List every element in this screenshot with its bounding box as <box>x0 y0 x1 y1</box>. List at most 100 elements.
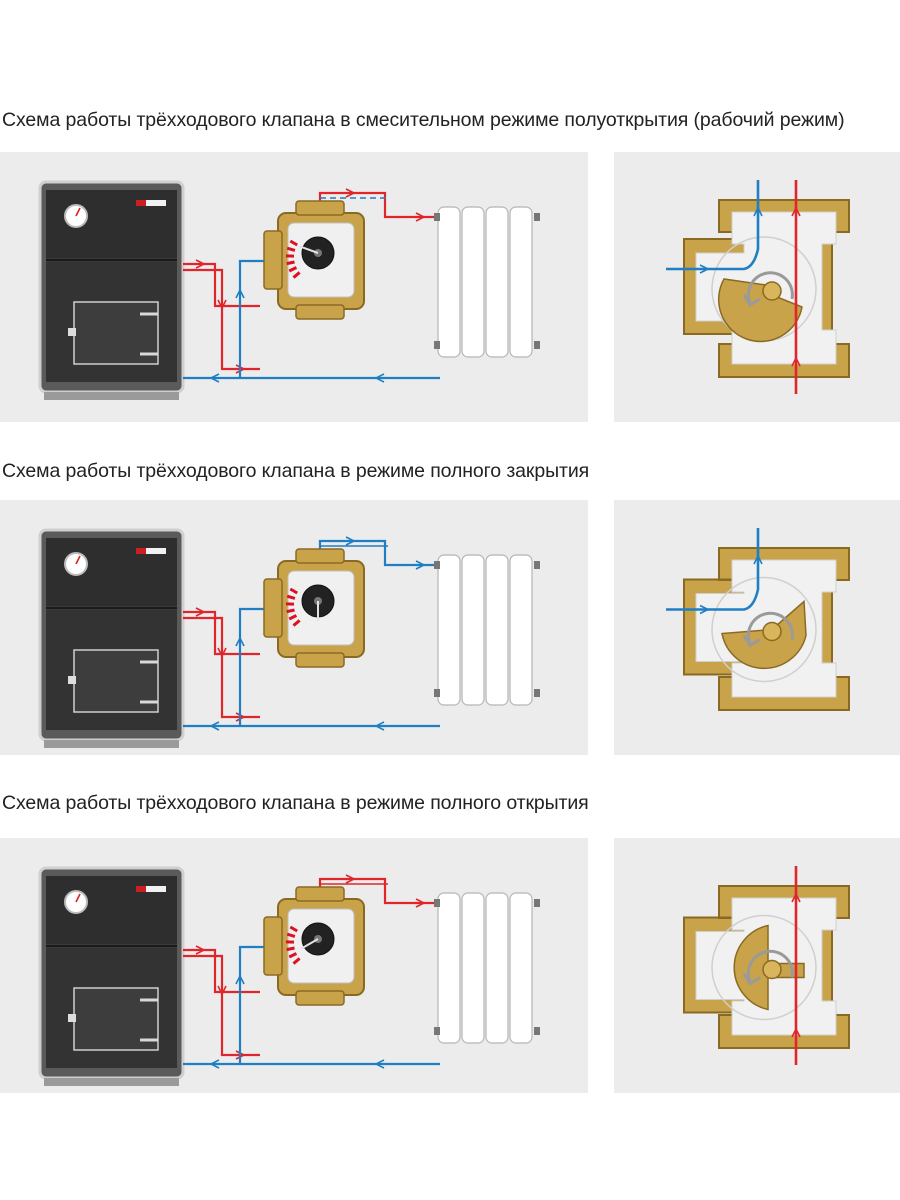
door-latch <box>68 676 76 684</box>
cold-recirc-pipe <box>238 945 270 1064</box>
valve-scale-mark <box>286 608 295 614</box>
gauge-needle <box>75 207 81 217</box>
valve-shaft <box>762 281 782 301</box>
system-group <box>38 866 540 1086</box>
radiator-section <box>437 892 461 1044</box>
valve-port-bottom <box>295 652 345 668</box>
flow-arrow-icon <box>699 264 710 274</box>
radiator-plug <box>434 1027 440 1035</box>
radiator-plug <box>534 341 540 349</box>
supply-to-radiator-pipe <box>318 539 438 567</box>
valve-scale-mark <box>292 957 301 965</box>
brand-plate-accent <box>136 886 146 892</box>
valve-pointer <box>300 938 319 950</box>
valve-scale-mark <box>286 932 296 938</box>
three-way-valve-icon <box>263 200 365 320</box>
gauge-needle <box>75 555 81 565</box>
valve-scale-mark <box>288 614 298 621</box>
valve-cross-section-icon <box>683 866 850 1065</box>
rotation-arrowhead <box>742 634 761 648</box>
radiator-section <box>509 206 533 358</box>
section-open: Схема работы трёхходового клапана в режи… <box>0 792 900 1093</box>
brand-plate <box>136 200 166 206</box>
radiator-plug <box>434 561 440 569</box>
section-caption: Схема работы трёхходового клапана в режи… <box>2 460 590 482</box>
valve-scale-mark <box>289 587 298 595</box>
radiator-plug <box>434 899 440 907</box>
radiator-plug <box>534 561 540 569</box>
flow-arrow-icon <box>209 1059 220 1069</box>
flow-arrow-icon <box>217 647 227 658</box>
valve-port-top <box>295 886 345 902</box>
hot-supply-pipe <box>183 262 260 308</box>
radiator-plug <box>534 213 540 221</box>
flow-arrow-icon <box>699 604 710 615</box>
valve-cross-section-panel <box>614 152 900 422</box>
valve-scale-mark <box>289 239 298 247</box>
flow-arrow-icon <box>415 560 426 570</box>
valve-scale-mark <box>292 271 301 279</box>
valve-section-group <box>683 866 850 1065</box>
valve-shaft <box>762 621 782 642</box>
valve-rotor-outline <box>711 576 817 683</box>
flow-arrow-icon <box>791 892 801 903</box>
valve-scale-mark <box>286 246 296 252</box>
valve-cross-section-panel <box>614 500 900 755</box>
flow-arrow-icon <box>235 364 246 374</box>
radiator-section <box>461 892 485 1044</box>
cold-flow-line <box>666 528 760 611</box>
brand-plate-accent <box>136 200 146 206</box>
flow-arrow-icon <box>209 373 220 383</box>
flow-arrow-icon <box>195 607 206 617</box>
heating-system-diagram <box>38 866 540 1086</box>
boiler-base <box>44 1078 179 1086</box>
radiator-plug <box>434 213 440 221</box>
system-diagram-panel <box>0 838 588 1093</box>
radiator-section <box>437 206 461 358</box>
flow-arrow-icon <box>195 259 206 269</box>
valve-cross-section-icon <box>666 528 850 711</box>
cold-recirc-pipe <box>238 259 270 378</box>
valve-section-group <box>666 528 850 711</box>
radiator-icon <box>434 554 540 706</box>
valve-scale-mark <box>288 266 298 273</box>
boiler-door <box>73 987 159 1051</box>
rotation-arrowhead <box>742 294 761 308</box>
brand-plate-accent <box>136 548 146 554</box>
radiator-plug <box>534 899 540 907</box>
flow-arrow-icon <box>235 1050 246 1060</box>
valve-rotor <box>717 278 803 343</box>
hot-supply-pipe <box>183 948 260 994</box>
valve-rotor-outline <box>711 914 817 1021</box>
flow-arrow-icon <box>753 554 763 565</box>
radiator-plug <box>434 689 440 697</box>
radiator-plug <box>434 341 440 349</box>
flow-arrow-icon <box>753 206 763 217</box>
valve-port-bottom <box>295 304 345 320</box>
valve-port-left <box>263 230 283 290</box>
valve-cross-section-panel <box>614 838 900 1093</box>
flow-arrow-icon <box>235 712 246 722</box>
flow-arrow-icon <box>345 188 356 198</box>
valve-port-left <box>263 578 283 638</box>
cold-flow-line <box>666 180 760 271</box>
flow-arrow-icon <box>195 945 206 955</box>
section-closed: Схема работы трёхходового клапана в режи… <box>0 460 900 755</box>
valve-port-top <box>295 200 345 216</box>
rotation-arrow-icon <box>746 611 794 645</box>
section-caption: Схема работы трёхходового клапана в смес… <box>2 109 845 131</box>
radiator-section <box>485 892 509 1044</box>
pipes-group <box>183 874 440 1069</box>
flow-arrow-icon <box>235 288 245 299</box>
boiler-base <box>44 392 179 400</box>
flow-arrow-icon <box>374 373 385 383</box>
valve-cross-section-icon <box>666 180 850 394</box>
valve-scale-mark <box>286 946 295 952</box>
valve-shaft <box>762 959 782 980</box>
section-caption: Схема работы трёхходового клапана в режи… <box>2 792 589 814</box>
valve-scale-mark <box>292 619 301 627</box>
valve-scale-mark <box>286 594 296 600</box>
system-diagram-panel <box>0 152 588 422</box>
radiator-section <box>437 554 461 706</box>
radiator-plug <box>534 689 540 697</box>
